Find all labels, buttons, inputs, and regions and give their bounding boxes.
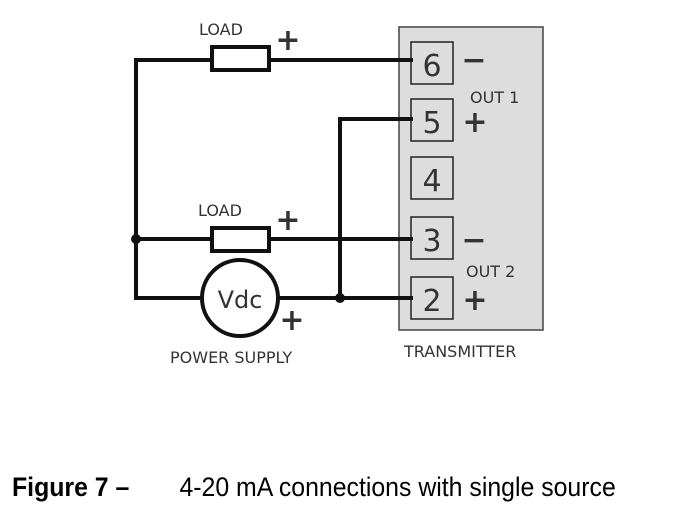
wires [134, 58, 413, 300]
source-polarity: + [279, 303, 304, 338]
terminal-6-number: 6 [422, 49, 441, 84]
load-resistor-bottom [210, 226, 271, 253]
terminal-5-number: 5 [422, 106, 441, 141]
terminal-2: 2 [410, 276, 454, 320]
load-top-polarity: + [275, 23, 300, 58]
terminal-6: 6 [410, 41, 454, 85]
figure-caption: Figure 7 – 4-20 mA connections with singl… [12, 472, 616, 503]
figure-number: Figure 7 – [12, 472, 130, 502]
terminal-2-number: 2 [422, 284, 441, 319]
out1-label: OUT 1 [470, 88, 519, 107]
terminal-4: 4 [410, 156, 454, 200]
power-supply-label: POWER SUPPLY [170, 348, 292, 367]
load-bottom-label: LOAD [198, 201, 242, 220]
terminal-3-number: 3 [422, 224, 441, 259]
power-supply-symbol [200, 258, 280, 338]
wire-terminal5 [338, 117, 413, 300]
junction-dot-left [131, 234, 141, 244]
load-top-label: LOAD [199, 20, 243, 39]
terminal-3-polarity: − [461, 223, 486, 258]
source-symbol-label: Vdc [218, 286, 263, 314]
terminal-5-polarity: + [462, 105, 487, 140]
terminal-3: 3 [410, 216, 454, 260]
transmitter-label: TRANSMITTER [403, 342, 516, 361]
wire-left-rail [134, 58, 214, 300]
terminal-2-polarity: + [462, 283, 487, 318]
junction-dot-right [335, 293, 345, 303]
out2-label: OUT 2 [466, 262, 515, 281]
terminal-4-number: 4 [422, 164, 441, 199]
load-bottom-polarity: + [275, 203, 300, 238]
figure-title: 4-20 mA connections with single source [179, 472, 616, 502]
load-resistor-top [210, 45, 271, 72]
terminal-5: 5 [410, 98, 454, 142]
terminal-6-polarity: − [461, 43, 486, 78]
